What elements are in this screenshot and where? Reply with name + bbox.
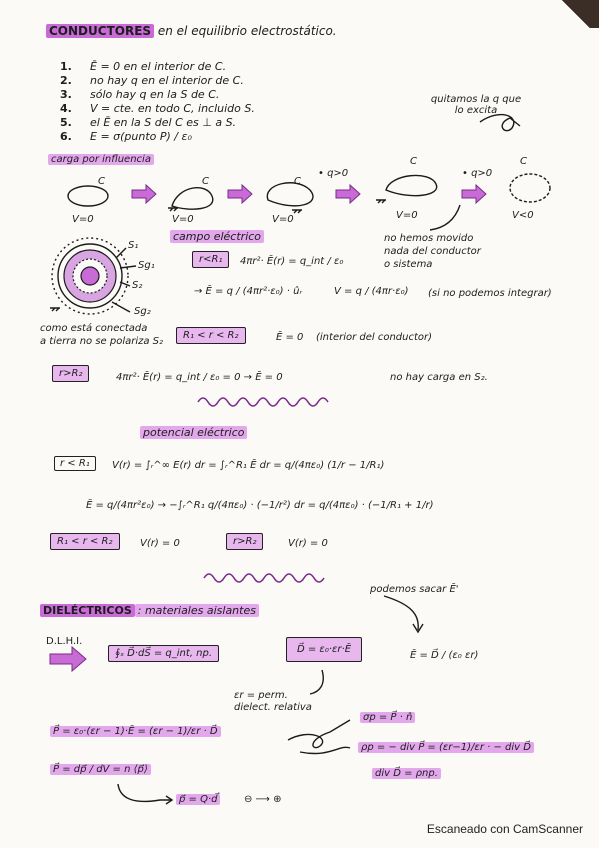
arrow-right-icon xyxy=(227,183,253,205)
conductor-blob xyxy=(266,182,314,207)
field-ratio: Ē = D⃗ / (ε₀ εr) xyxy=(410,650,479,661)
curved-arrow-icon xyxy=(309,669,324,695)
list-item: 5.el Ē en la S del C es ⊥ a S. xyxy=(60,116,237,129)
volume-charge-eq: ρp = − div P⃗ = (εr−1)/εr · − div D⃗ xyxy=(358,742,534,753)
conductor-blob-dashed xyxy=(509,173,551,203)
pointer-line xyxy=(119,265,137,269)
potential-derivation: Ē = q/(4πr²ε₀) → −∫ᵣ^R₁ q/(4πε₀) · (−1/r… xyxy=(86,500,434,511)
potential-case3: V(r) = 0 xyxy=(288,538,328,549)
potential-label: V=0 xyxy=(172,214,194,225)
conductor-label: C xyxy=(520,156,527,167)
conductor-label: C xyxy=(410,156,417,167)
displacement-eq: D⃗ = ε₀·εr·Ē xyxy=(286,637,363,662)
dipole-moment: p⃗ = Q·d⃗ xyxy=(176,794,221,805)
ground-icon xyxy=(168,207,178,212)
curved-arrow-icon xyxy=(429,204,461,231)
scanner-watermark: Escaneado con CamScanner xyxy=(426,822,583,836)
case-box-r-gt-r2: r>R₂ xyxy=(226,533,264,550)
case-box-r-lt-r1: r < R₁ xyxy=(54,456,96,471)
list-item: 4.V = cte. en todo C, incluido S. xyxy=(60,102,255,115)
surface-label-s1: S₁ xyxy=(128,240,139,251)
arrow-right-icon xyxy=(49,645,87,673)
conductor-label: C xyxy=(98,176,105,187)
conductor-blob xyxy=(385,174,438,197)
dipole-moment-density: P⃗ = dp⃗ / dV = n ⟨p⃗⟩ xyxy=(50,764,151,775)
gauss-law-dielectric: ∮ₛ D⃗·dS⃗ = q_int, np. xyxy=(108,645,220,662)
pointer-line xyxy=(111,301,131,313)
outer-shell xyxy=(57,243,123,309)
list-item: 6.E = σ(punto P) / ε₀ xyxy=(60,130,192,143)
title-highlight: CONDUCTORES xyxy=(46,24,155,38)
potential-label: V=0 xyxy=(72,214,94,225)
case-box-r1-r-r2: R₁ < r < R₂ xyxy=(176,327,246,344)
conductor-label: C xyxy=(202,176,209,187)
section-title-dielectricos: DIELÉCTRICOS: materiales aislantes xyxy=(40,604,259,617)
arrowhead-icon xyxy=(165,795,174,805)
subtitle-campo-electrico: campo eléctrico xyxy=(170,230,265,243)
ground-icon xyxy=(292,209,302,214)
title-rest: en el equilibrio electrostático. xyxy=(157,24,337,38)
q-label-1: • q>0 xyxy=(318,168,349,179)
pointer-line xyxy=(115,247,127,259)
arrowhead-icon xyxy=(412,623,424,634)
potential-case1: V = q / (4πr·ε₀) xyxy=(334,286,409,297)
note-quitamos: quitamos la q que lo excita xyxy=(430,94,522,116)
arrow-right-icon xyxy=(131,183,157,205)
note-interior: (interior del conductor) xyxy=(316,332,433,343)
surface-label-s2: S₂ xyxy=(132,280,143,291)
subtitle-carga-influencia: carga por influencia xyxy=(48,154,154,165)
curved-arrow-icon xyxy=(299,746,351,755)
subtitle-potencial-electrico: potencial eléctrico xyxy=(140,426,248,439)
gauss-surface-outer xyxy=(51,237,129,315)
surface-label-sg2: Sg₂ xyxy=(134,306,151,317)
note-no-carga: no hay carga en S₂. xyxy=(390,372,488,383)
field-case2: Ē = 0 xyxy=(276,332,304,343)
case-box-r-gt-r2: r>R₂ xyxy=(52,365,90,382)
note-integrar: (si no podemos integrar) xyxy=(428,288,552,299)
curly-arrow-icon xyxy=(479,113,521,132)
ground-icon xyxy=(376,199,386,204)
potential-integral: V(r) = ∫ᵣ^∞ E(r) dr = ∫ᵣ^R₁ Ē dr = q/(4π… xyxy=(112,460,385,471)
surface-charge-eq: σp = P⃗ · n̂ xyxy=(360,712,416,723)
note-podemos-sacar: podemos sacar Ē' xyxy=(370,584,459,595)
potential-label: V=0 xyxy=(272,214,294,225)
section-title-conductores: CONDUCTORES en el equilibrio electrostát… xyxy=(46,24,337,38)
note-conectada: como está conectada a tierra no se polar… xyxy=(40,323,164,347)
note-no-hemos-movido: no hemos movido nada del conductor o sis… xyxy=(384,233,481,270)
arrow-right-icon xyxy=(461,183,487,205)
surface-label-sg1: Sg₁ xyxy=(138,260,155,271)
dipole-signs: ⊖ ⟶ ⊕ xyxy=(244,794,282,805)
scan-corner xyxy=(559,0,599,28)
separator-squiggle xyxy=(203,573,325,583)
div-d-eq: div D⃗ = ρnp. xyxy=(372,768,441,779)
conductor-label: C xyxy=(294,176,301,187)
field-result-case1: → Ē = q / (4πr²·ε₀) · ûᵣ xyxy=(194,286,303,297)
ground-icon xyxy=(50,307,60,312)
list-item: 2.no hay q en el interior de C. xyxy=(60,74,244,87)
gauss-eq-case3: 4πr²· Ē(r) = q_int / ε₀ = 0 → Ē = 0 xyxy=(116,372,283,383)
curved-arrow-icon xyxy=(383,595,419,631)
list-item: 1.Ē = 0 en el interior de C. xyxy=(60,60,227,73)
pointer-line xyxy=(119,281,131,287)
arrow-right-icon xyxy=(335,183,361,205)
conductor-blob xyxy=(171,187,214,210)
separator-squiggle xyxy=(197,397,329,407)
case-box-r-lt-r1: r<R₁ xyxy=(192,251,230,268)
label-dlhi: D.L.H.I. xyxy=(46,636,83,647)
potential-case2: V(r) = 0 xyxy=(140,538,180,549)
list-item: 3.sólo hay q en la S de C. xyxy=(60,88,220,101)
curved-arrow-icon xyxy=(117,783,172,803)
curly-arrow-icon xyxy=(287,719,351,749)
q-label-2: • q>0 xyxy=(462,168,493,179)
gauss-eq-case1: 4πr²· Ē(r) = q_int / ε₀ xyxy=(240,256,344,267)
case-box-r1-r-r2: R₁ < r < R₂ xyxy=(50,533,120,550)
note-er: εr = perm. dielect. relativa xyxy=(234,690,312,713)
polarization-eq: P⃗ = ε₀·(εr − 1)·Ē = (εr − 1)/εr · D⃗ xyxy=(50,726,221,737)
conductor-blob xyxy=(67,185,109,207)
potential-label: V=0 xyxy=(396,210,418,221)
inner-sphere xyxy=(80,266,100,286)
potential-label: V<0 xyxy=(512,210,534,221)
